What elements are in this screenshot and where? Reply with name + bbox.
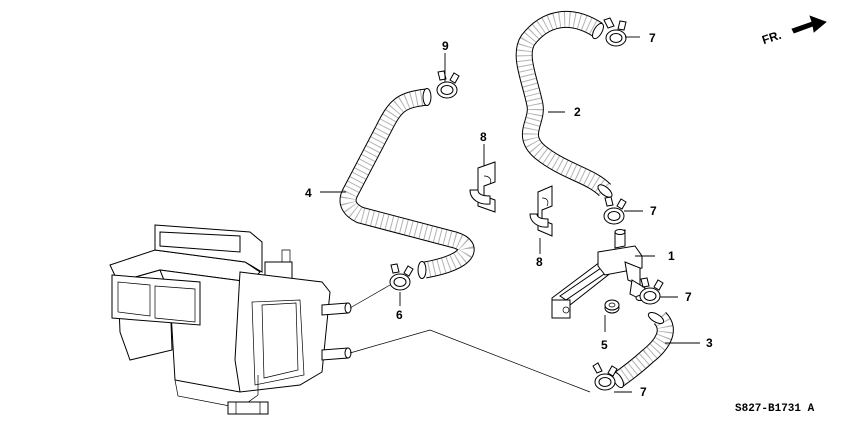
callout-5: 5 (601, 338, 608, 352)
grommet-5 (604, 299, 620, 314)
callout-7-bottom: 7 (640, 385, 647, 399)
callout-labels: 9 7 2 8 4 7 1 8 7 6 3 5 7 (305, 31, 713, 399)
clamp-valve-top (603, 196, 627, 225)
hose-4 (339, 88, 475, 279)
fr-label: FR. (760, 28, 783, 47)
callout-8-lower: 8 (536, 255, 543, 269)
hose-2 (515, 10, 613, 198)
callout-7-valve-bottom: 7 (685, 290, 692, 304)
callout-6: 6 (396, 308, 403, 322)
leader-lines (320, 36, 700, 393)
callout-3: 3 (706, 336, 713, 350)
callout-7-valve-top: 7 (650, 204, 657, 218)
callout-9: 9 (442, 39, 449, 53)
clamp-top-right (603, 17, 627, 47)
clamp-bottom (592, 362, 618, 391)
clip-upper (469, 161, 496, 213)
callout-7-top-right: 7 (649, 31, 656, 45)
heater-unit (109, 224, 352, 415)
clip-lower (529, 185, 553, 237)
front-direction-indicator: FR. (760, 15, 827, 47)
callout-4: 4 (305, 186, 312, 200)
callout-2: 2 (574, 105, 581, 119)
drawing-code: S827-B1731 A (735, 403, 815, 415)
water-valve (551, 229, 646, 319)
callout-8-upper: 8 (480, 130, 487, 144)
hose-3 (612, 311, 674, 389)
clamp-heater (389, 263, 414, 291)
clamp-valve-bottom (639, 277, 664, 305)
clamp-top-left (436, 70, 460, 99)
callout-1: 1 (668, 249, 675, 263)
fr-arrow-icon (791, 15, 827, 34)
